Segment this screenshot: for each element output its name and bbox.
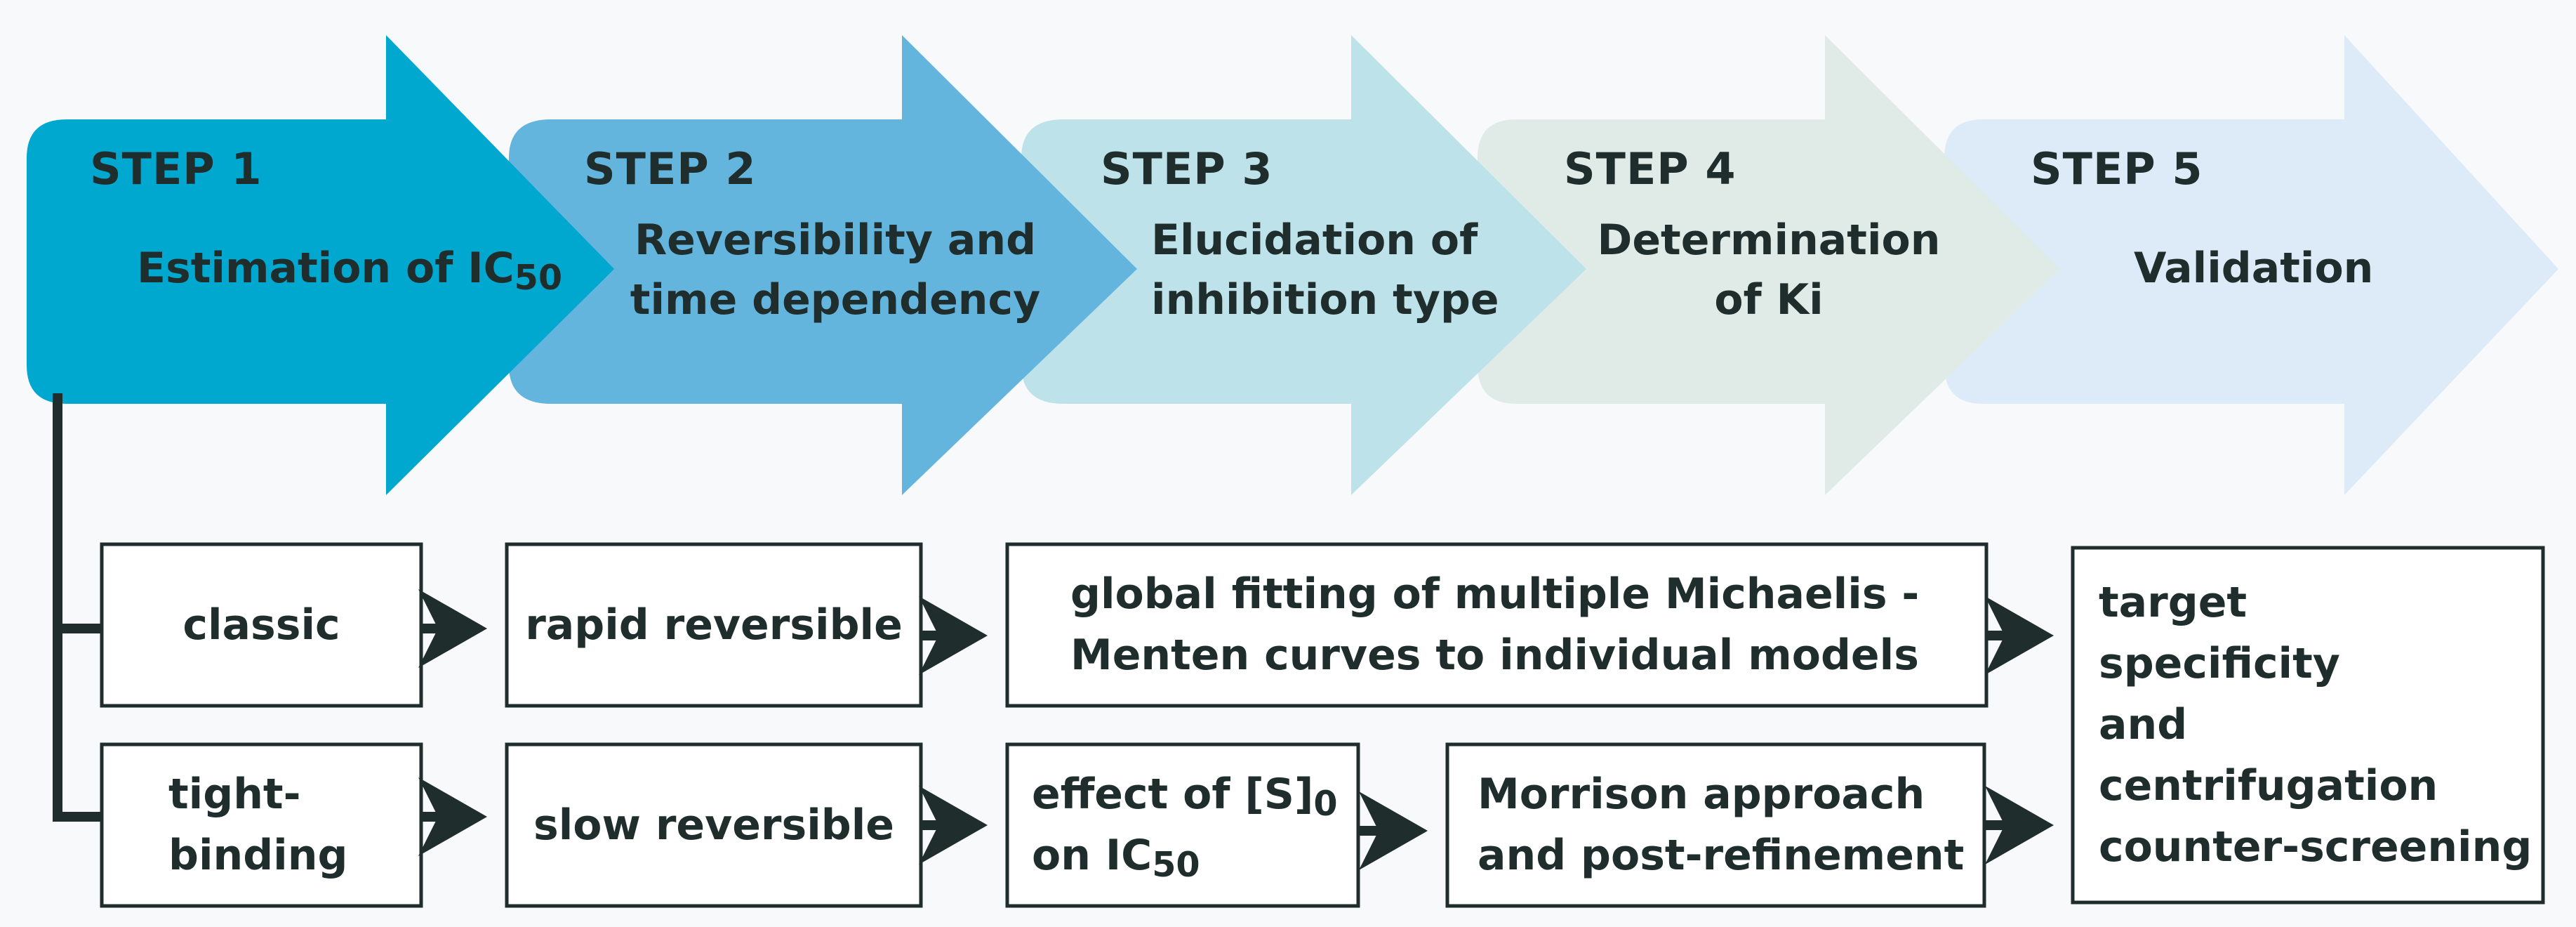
tight-binding-line-2: binding — [168, 831, 348, 880]
step-5-title: STEP 5 — [2031, 143, 2203, 195]
box-classic-text: classic — [102, 544, 421, 706]
morrison-line-2: and post-refinement — [1478, 831, 1965, 880]
box-effect-of-s0-text: effect of [S]0 on IC50 — [1032, 744, 1355, 906]
validation-line-1: target — [2099, 578, 2248, 627]
global-fitting-line-2: Menten curves to individual models — [1070, 631, 1919, 680]
step-1-bracket — [53, 393, 102, 822]
step-2-title: STEP 2 — [584, 143, 757, 195]
box-slow-reversible — [505, 742, 923, 908]
box-global-fitting — [1005, 542, 1989, 708]
step-1-title: STEP 1 — [90, 143, 263, 195]
box-validation-text: target specificity and centrifugation co… — [2099, 548, 2541, 902]
box-tight-binding — [100, 742, 423, 908]
step-1-description: Estimation of IC50 — [137, 239, 562, 298]
effect-line-1-text: effect of [S] — [1032, 770, 1314, 819]
box-tight-binding-text: tight- binding — [102, 744, 421, 906]
box-validation — [2071, 546, 2545, 905]
box-classic — [100, 542, 423, 708]
morrison-line-1: Morrison approach — [1478, 770, 1925, 819]
step-2-description: Reversibility and time dependency — [618, 211, 1053, 330]
slow-reversible-label: slow reversible — [533, 800, 894, 850]
step-2-description-line-2: time dependency — [630, 275, 1041, 325]
global-fitting-line-1: global fitting of multiple Michaelis - — [1070, 570, 1920, 619]
tight-binding-line-1: tight- — [168, 770, 301, 819]
rapid-reversible-label: rapid reversible — [525, 600, 903, 650]
connector-arrows — [418, 589, 2054, 870]
step-3-title: STEP 3 — [1101, 143, 1273, 195]
process-boxes — [100, 542, 2545, 908]
box-global-fitting-text: global fitting of multiple Michaelis - M… — [1070, 544, 1983, 706]
validation-line-4: centrifugation — [2099, 761, 2438, 810]
step-4-description: Determination of Ki — [1593, 211, 1944, 330]
effect-line-1-subscript: 0 — [1313, 782, 1338, 824]
step-2-description-line-1: Reversibility and — [634, 216, 1037, 265]
step-4-description-line-1: Determination — [1597, 216, 1941, 265]
step-3-description-line-1: Elucidation of — [1151, 216, 1478, 265]
effect-line-2-text: on IC — [1032, 831, 1153, 880]
effect-line-1: effect of [S]0 — [1032, 764, 1338, 825]
step-4-title: STEP 4 — [1564, 143, 1737, 195]
box-effect-of-s0 — [1005, 742, 1360, 908]
step-5-arrow — [1944, 35, 2558, 495]
effect-line-2: on IC50 — [1032, 825, 1200, 886]
step-1-arrow — [27, 35, 614, 495]
box-rapid-reversible — [505, 542, 923, 708]
validation-line-5: counter-screening — [2099, 822, 2532, 872]
step-5-description: Validation — [2134, 244, 2374, 293]
step-3-arrow — [1021, 35, 1586, 495]
effect-line-2-subscript: 50 — [1152, 843, 1200, 885]
validation-line-3: and — [2099, 700, 2188, 749]
step-1-description-subscript: 50 — [514, 256, 563, 298]
classic-label: classic — [182, 600, 340, 650]
step-3-description: Elucidation of inhibition type — [1151, 211, 1499, 330]
step-1-description-text: Estimation of IC — [137, 244, 514, 293]
step-4-description-line-2: of Ki — [1714, 275, 1824, 325]
box-morrison-text: Morrison approach and post-refinement — [1478, 744, 1983, 906]
box-rapid-reversible-text: rapid reversible — [507, 544, 921, 706]
step-2-arrow — [509, 35, 1137, 495]
step-3-description-line-2: inhibition type — [1151, 275, 1499, 325]
step-4-arrow — [1478, 35, 2060, 495]
box-slow-reversible-text: slow reversible — [507, 744, 921, 906]
validation-line-2: specificity — [2099, 639, 2340, 688]
